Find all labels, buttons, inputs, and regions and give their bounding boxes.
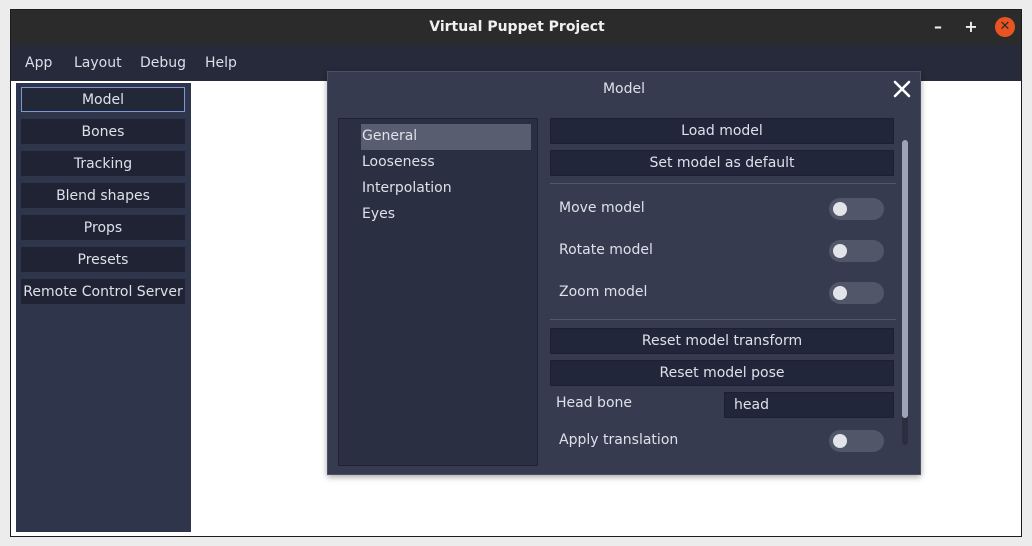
apply-translation-toggle[interactable] [829, 430, 884, 452]
set-model-default-button[interactable]: Set model as default [550, 150, 894, 176]
app-window: Virtual Puppet Project – + ✕ App Layout … [10, 9, 1022, 537]
category-interpolation[interactable]: Interpolation [362, 180, 452, 196]
settings-content: Load model Set model as default Move mod… [550, 118, 896, 468]
sidebar-item-remote-control-server[interactable]: Remote Control Server [21, 279, 185, 304]
zoom-model-label: Zoom model [559, 284, 648, 300]
close-icon[interactable] [891, 78, 913, 100]
apply-translation-label: Apply translation [559, 432, 679, 448]
rotate-model-label: Rotate model [559, 242, 653, 258]
window-close-button[interactable]: ✕ [995, 17, 1015, 37]
divider [550, 319, 896, 320]
rotate-model-toggle[interactable] [829, 240, 884, 262]
menu-help[interactable]: Help [205, 55, 237, 71]
divider [550, 183, 896, 184]
toggle-knob [833, 202, 847, 216]
head-bone-label: Head bone [556, 395, 632, 411]
category-general[interactable]: General [361, 124, 531, 150]
category-looseness[interactable]: Looseness [362, 154, 435, 170]
toggle-knob [833, 286, 847, 300]
sidebar-item-bones[interactable]: Bones [21, 119, 185, 144]
toggle-knob [833, 434, 847, 448]
maximize-button[interactable]: + [964, 17, 978, 36]
sidebar-item-tracking[interactable]: Tracking [21, 151, 185, 176]
toggle-knob [833, 244, 847, 258]
minimize-button[interactable]: – [934, 17, 942, 36]
zoom-model-toggle[interactable] [829, 282, 884, 304]
category-list: General Looseness Interpolation Eyes [338, 118, 538, 466]
menu-debug[interactable]: Debug [140, 55, 187, 71]
menu-app[interactable]: App [25, 55, 53, 71]
menu-layout[interactable]: Layout [74, 55, 122, 71]
reset-model-transform-button[interactable]: Reset model transform [550, 328, 894, 354]
reset-model-pose-button[interactable]: Reset model pose [550, 360, 894, 386]
sidebar-item-blend-shapes[interactable]: Blend shapes [21, 183, 185, 208]
sidebar-item-model[interactable]: Model [21, 87, 185, 112]
load-model-button[interactable]: Load model [550, 118, 894, 144]
move-model-label: Move model [559, 200, 645, 216]
head-bone-input[interactable]: head [724, 392, 894, 418]
title-bar: Virtual Puppet Project – + ✕ [11, 10, 1021, 45]
window-title: Virtual Puppet Project [429, 19, 605, 35]
dialog-title: Model [602, 81, 646, 97]
move-model-toggle[interactable] [829, 198, 884, 220]
category-eyes[interactable]: Eyes [362, 206, 396, 222]
model-dialog: Model General Looseness Interpolation Ey… [327, 71, 921, 475]
scrollbar-thumb[interactable] [902, 140, 908, 418]
sidebar: Model Bones Tracking Blend shapes Props … [16, 83, 191, 532]
sidebar-item-props[interactable]: Props [21, 215, 185, 240]
sidebar-item-presets[interactable]: Presets [21, 247, 185, 272]
